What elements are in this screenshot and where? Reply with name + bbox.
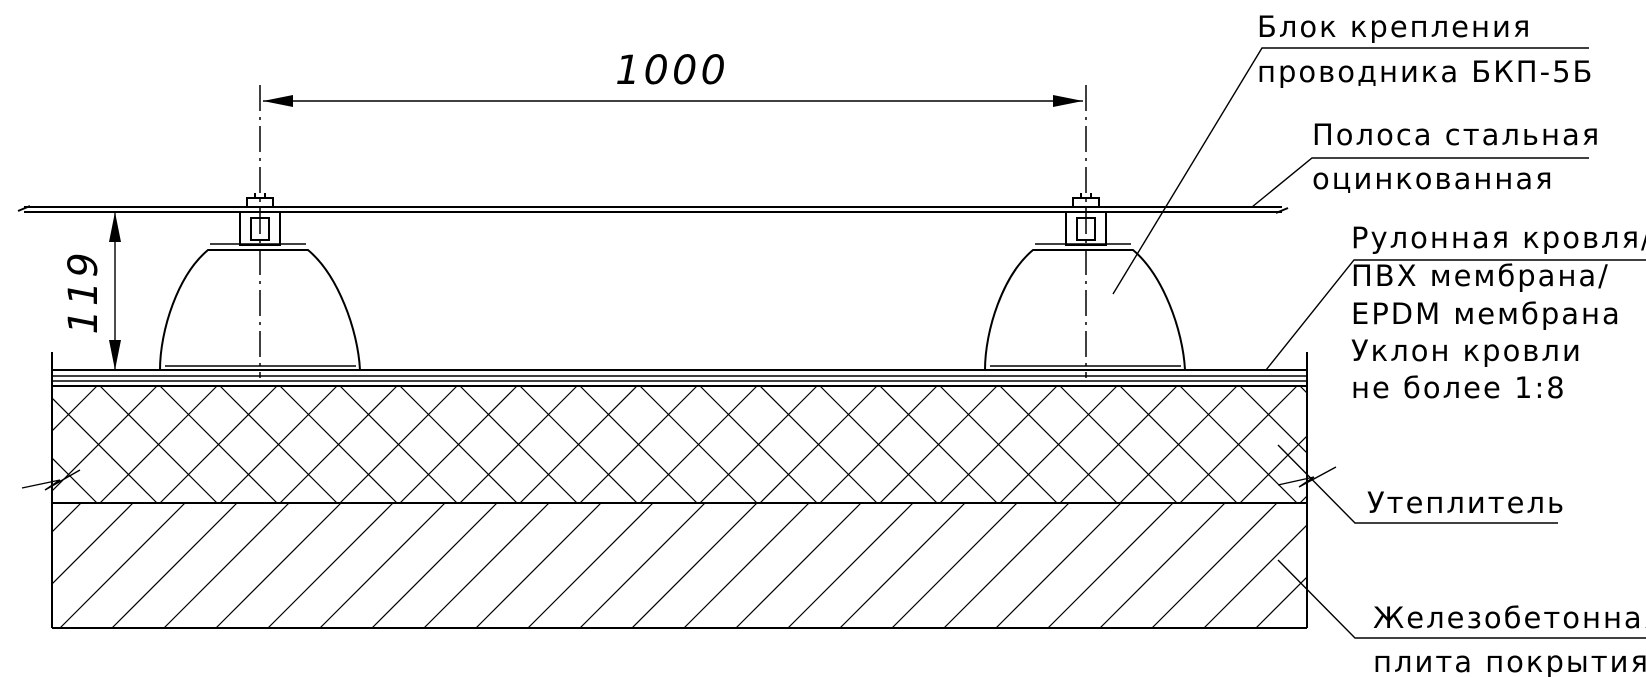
fastener-block-right <box>983 193 1187 371</box>
label-fastener-block: Блок крепления проводника БКП-5Б <box>1257 10 1594 89</box>
concrete-hatch <box>52 503 1307 628</box>
spacing-dimension <box>263 95 1083 107</box>
height-dimension <box>109 212 121 370</box>
leader-lines <box>1112 47 1646 639</box>
break-symbols <box>21 466 1337 491</box>
height-dimension-value: 119 <box>61 249 107 334</box>
layer-outlines <box>51 352 1308 629</box>
insulation-hatch <box>52 385 1307 503</box>
spacing-dimension-value: 1000 <box>615 48 729 94</box>
label-steel-strip: Полоса стальная оцинкованная <box>1312 118 1612 196</box>
steel-strip <box>17 205 1289 214</box>
label-concrete-slab: Железобетонная плита покрытия <box>1373 601 1646 677</box>
label-insulation: Утеплитель <box>1367 486 1566 520</box>
label-roofing: Рулонная кровля/ ПВХ мембрана/ EPDM мемб… <box>1351 221 1646 405</box>
